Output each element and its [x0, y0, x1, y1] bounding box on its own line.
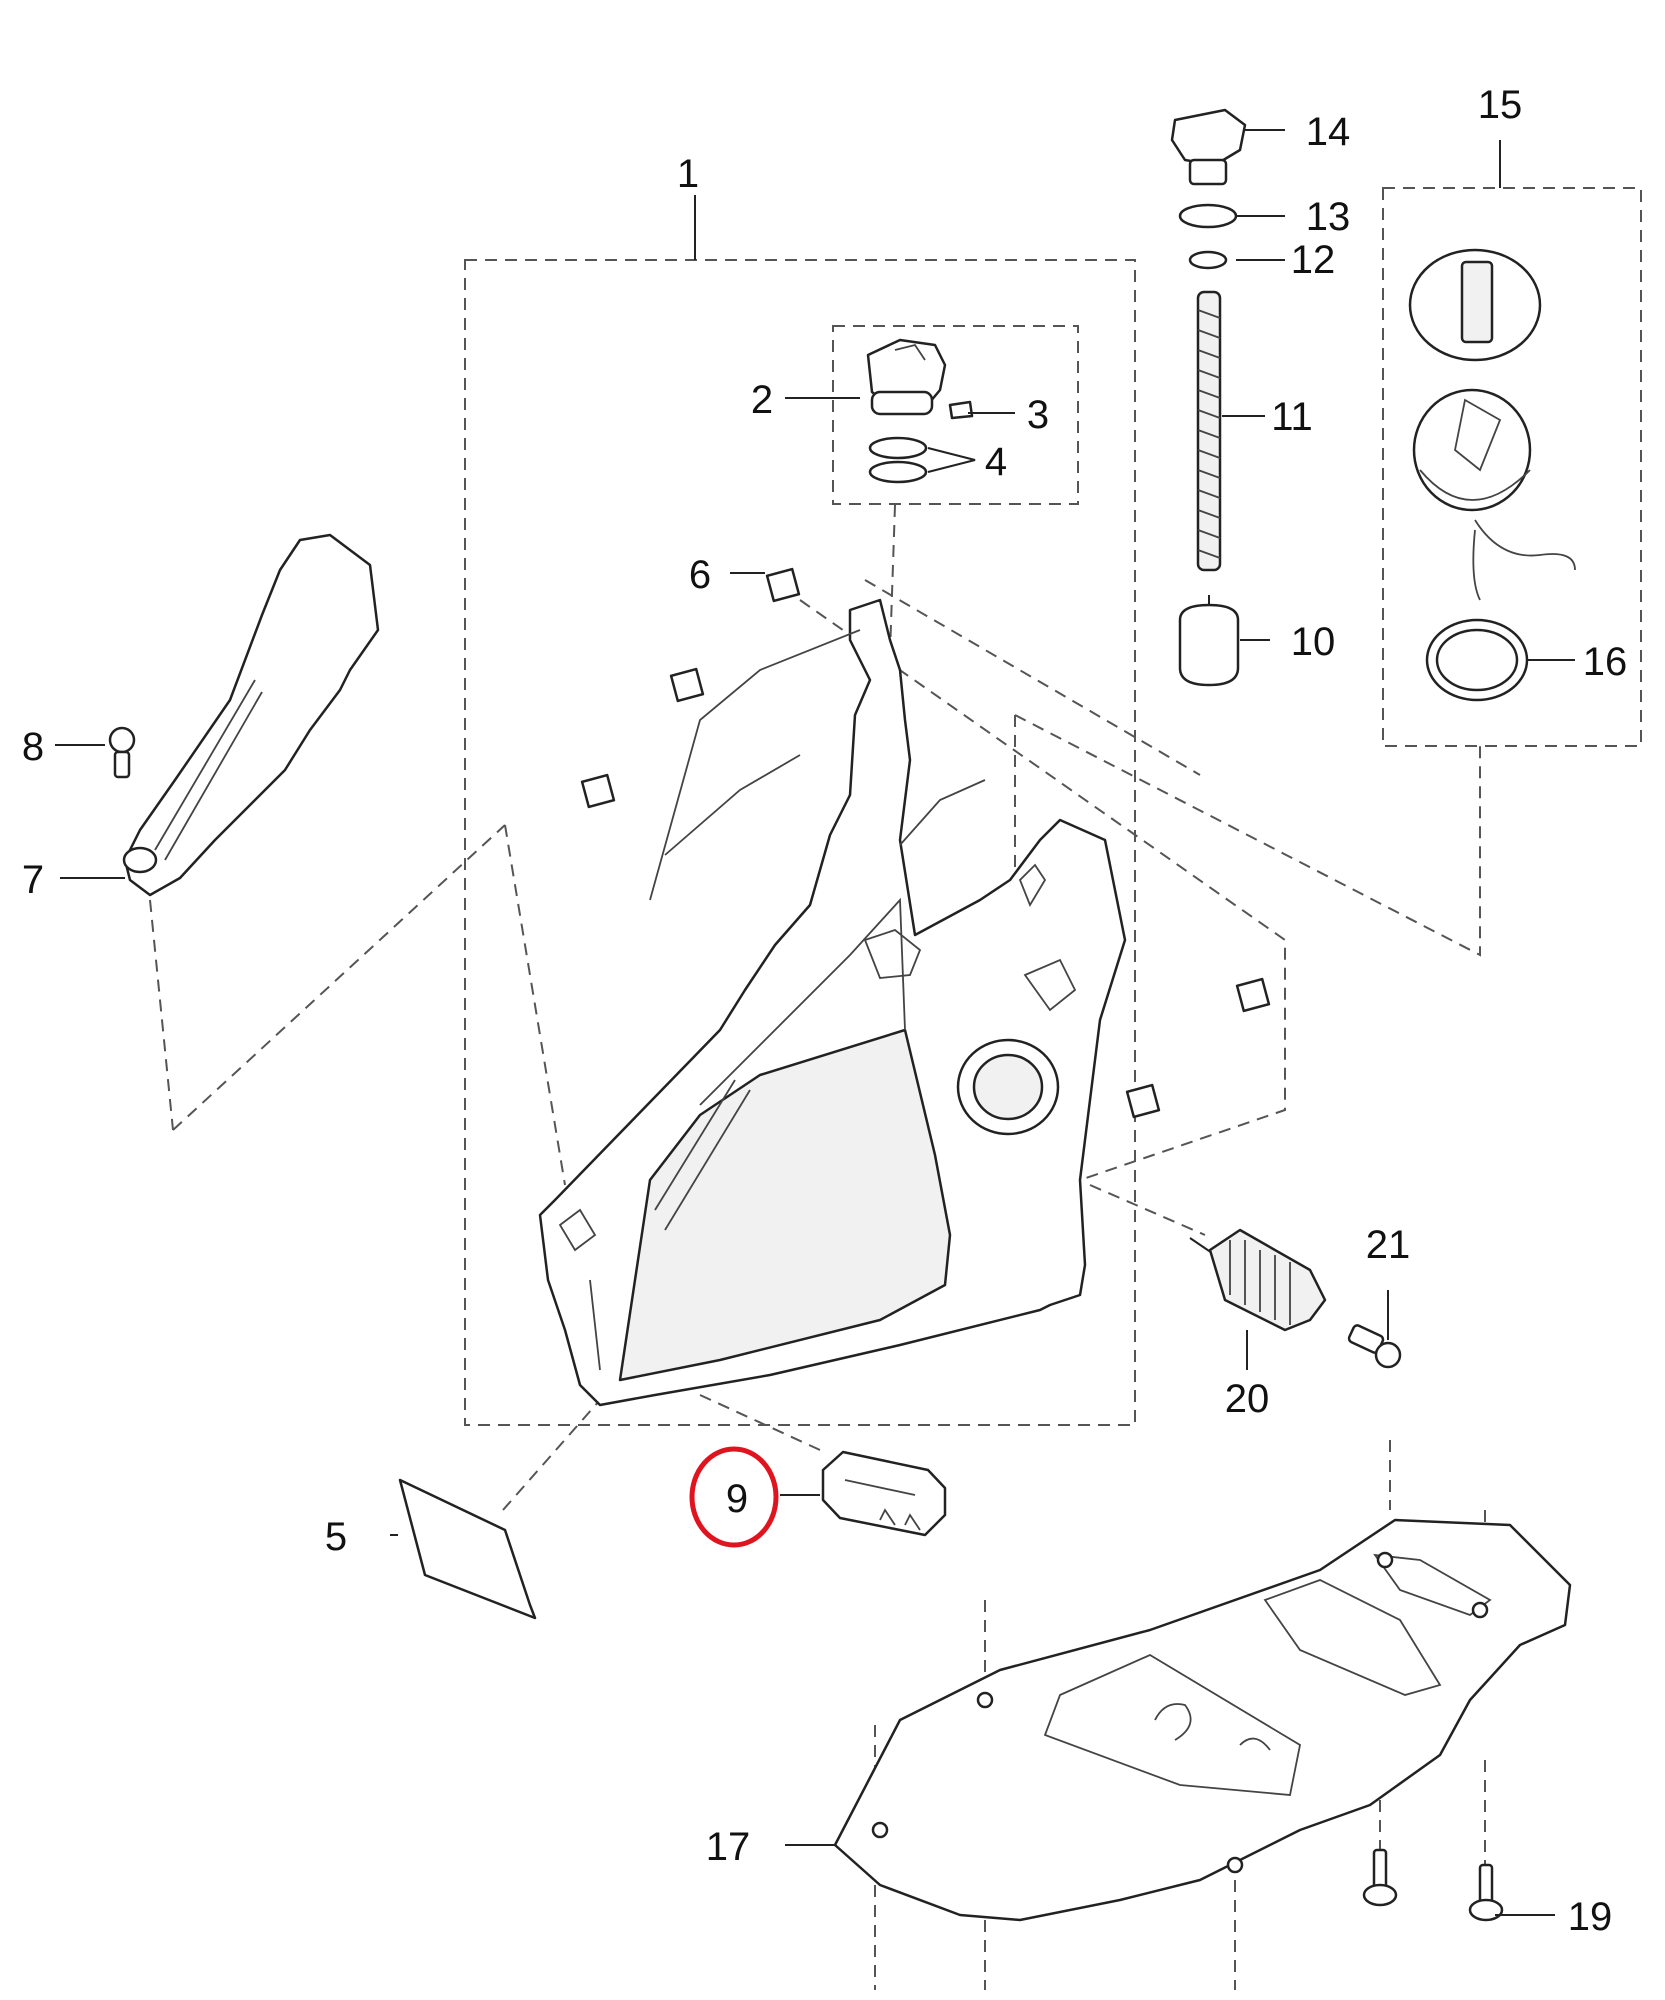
label-plate-part: [398, 1478, 537, 1620]
filter-and-screw-parts: [1189, 1228, 1402, 1369]
callout-8: 8: [22, 725, 44, 769]
assembly-group-box-15: [1382, 187, 1642, 747]
callout-6: 6: [689, 553, 711, 597]
callout-9: 9: [726, 1477, 748, 1521]
callout-16: 16: [1583, 640, 1628, 684]
square-nut-parts: [580, 567, 1271, 1119]
callout-11: 11: [1271, 395, 1313, 439]
tank-housing-part: [538, 598, 1127, 1407]
callout-13: 13: [1306, 195, 1351, 239]
callout-9-highlight-circle: [689, 1446, 779, 1548]
callout-7: 7: [22, 858, 44, 902]
callout-2: 2: [751, 378, 773, 422]
screw-parts-19: [1362, 1848, 1504, 1922]
callout-20: 20: [1225, 1377, 1270, 1421]
leader-lines: [55, 129, 1575, 1916]
damper-block-part: [821, 1450, 947, 1537]
callout-17: 17: [706, 1825, 751, 1869]
callout-10: 10: [1291, 620, 1336, 664]
bottom-plate-part: [833, 1518, 1572, 1922]
fuel-pickup-parts: [1170, 108, 1247, 687]
callout-15: 15: [1478, 83, 1523, 127]
assembly-group-box-2: [832, 325, 1079, 505]
fuel-cap-parts: [1408, 248, 1576, 702]
callout-3: 3: [1027, 393, 1049, 437]
filler-neck-part: [866, 338, 974, 484]
callout-14: 14: [1306, 110, 1351, 154]
callout-4: 4: [985, 440, 1007, 484]
callout-labels: 1 2 3 4 5 6 7 8 9 10 11 12 13 14 15 16 1…: [22, 83, 1627, 1939]
callout-1: 1: [677, 152, 699, 196]
callout-19: 19: [1568, 1895, 1613, 1939]
callout-21: 21: [1366, 1223, 1411, 1267]
callout-5: 5: [325, 1515, 347, 1559]
callout-12: 12: [1291, 238, 1336, 282]
assembly-group-box-1: [464, 259, 1136, 1426]
handle-part: [108, 533, 380, 897]
